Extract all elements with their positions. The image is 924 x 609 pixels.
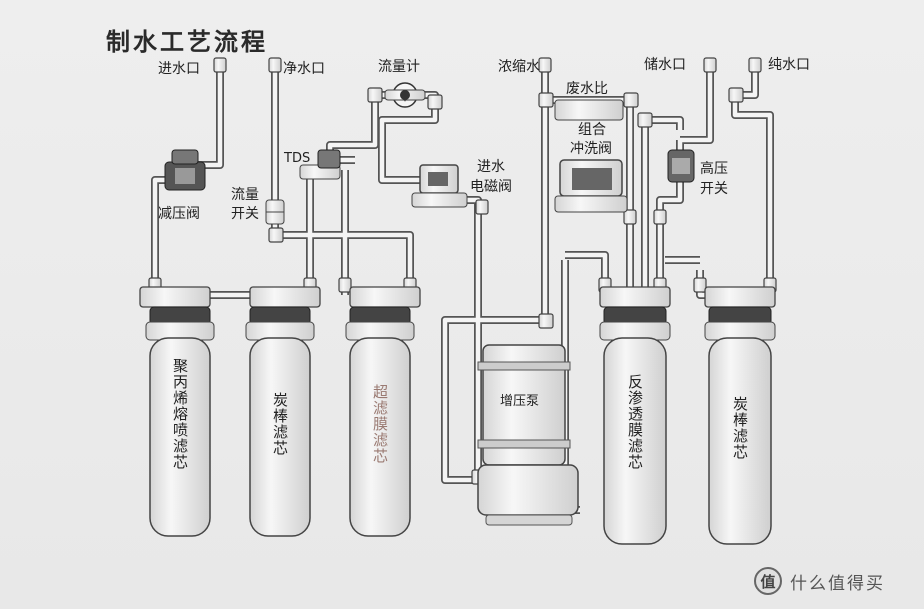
filter-heads — [139, 286, 776, 308]
label-inlet-solenoid-1: 进水 — [477, 159, 505, 175]
pressure-reducing-valve — [164, 149, 206, 191]
watermark-icon: 值 — [754, 567, 782, 595]
pipe-fills — [152, 70, 773, 513]
label-storage-outlet: 储水口 — [644, 57, 686, 73]
label-flowmeter: 流量计 — [378, 59, 420, 75]
label-hp-switch-2: 开关 — [700, 181, 728, 197]
flow-switch — [265, 199, 285, 225]
label-flow-switch-2: 开关 — [231, 206, 259, 222]
pipe-outlines — [151, 70, 774, 514]
label-waste-ratio: 废水比 — [566, 81, 608, 97]
tds-probe — [299, 149, 341, 180]
label-pure-outlet: 纯水口 — [768, 57, 810, 73]
label-hp-switch-1: 高压 — [700, 161, 728, 177]
flowmeter — [384, 82, 426, 108]
label-flush-valve-2: 冲洗阀 — [570, 141, 612, 157]
label-pump: 增压泵 — [500, 394, 540, 409]
filter-label-2: 炭棒滤芯 — [271, 392, 289, 456]
high-pressure-switch — [667, 149, 695, 183]
page-title: 制水工艺流程 — [106, 28, 268, 56]
watermark: 值 什么值得买 — [754, 566, 885, 596]
watermark-text: 什么值得买 — [790, 573, 885, 594]
label-tds: TDS — [284, 151, 311, 166]
label-flush-valve-1: 组合 — [578, 122, 606, 138]
label-pressure-reducer: 减压阀 — [158, 206, 200, 222]
filter-label-4: 反渗透膜滤芯 — [626, 374, 644, 470]
filter-housings — [145, 306, 776, 545]
label-flow-switch-1: 流量 — [231, 187, 259, 203]
filter-label-3: 超滤膜滤芯 — [371, 384, 389, 464]
inlet-solenoid-valve — [411, 164, 468, 208]
label-inlet-solenoid-2: 电磁阀 — [470, 179, 512, 195]
filter-label-1: 聚丙烯熔喷滤芯 — [171, 358, 189, 470]
booster-pump — [477, 344, 579, 526]
waste-ratio-flush-valve — [554, 99, 628, 213]
label-clean-outlet: 净水口 — [283, 61, 325, 77]
filter-label-5: 炭棒滤芯 — [731, 396, 749, 460]
label-inlet: 进水口 — [158, 61, 200, 77]
label-concentrate: 浓缩水 — [498, 59, 540, 75]
